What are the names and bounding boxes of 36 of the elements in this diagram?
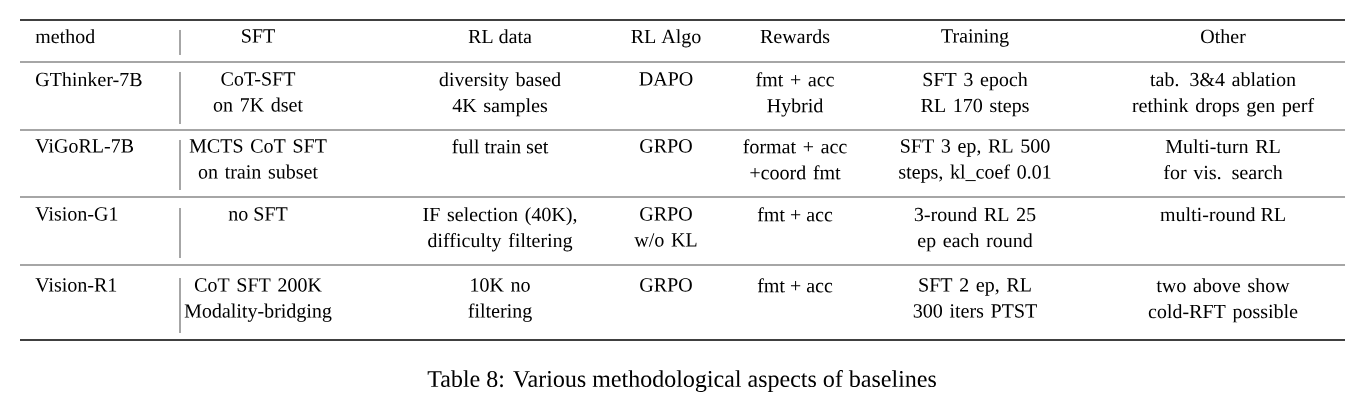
table-cell: GRPO	[640, 139, 692, 153]
row-label: Vision-R1	[35, 278, 117, 292]
column-header: Training	[941, 29, 1009, 47]
table-cell: GRPO	[640, 278, 692, 292]
column-header: RL data	[468, 29, 532, 44]
row-label: GThinker-7B	[36, 72, 142, 87]
column-header: SFT	[242, 29, 275, 43]
table-cell: SFT 3 epoch RL 170 steps	[921, 72, 1029, 117]
table-cell: MCTS CoT SFT on train subset	[189, 139, 327, 179]
column-header: Other	[1201, 29, 1246, 44]
table-cell: fmt + acc Hybrid	[756, 72, 834, 117]
table-cell: Multi-turn RL for vis. search	[1163, 139, 1283, 180]
table-cell: CoT SFT 200K Modality-bridging	[184, 278, 332, 322]
table-cell: full train set	[452, 139, 549, 154]
table-cell: format + acc +coord fmt	[743, 139, 847, 180]
column-header: RL Algo	[631, 29, 701, 48]
table-cell: CoT-SFT on 7K dset	[213, 72, 303, 112]
table-cell: 3-round RL 25 ep each round	[914, 207, 1036, 252]
caption: Table 8: Various methodological aspects of baselines	[427, 369, 936, 393]
table-cell: SFT 3 ep, RL 500 steps, kl_coef 0.01	[899, 139, 1051, 183]
row-label: Vision-G1	[35, 207, 118, 221]
table-cell: SFT 2 ep, RL 300 iters PTST	[913, 278, 1037, 318]
table-cell: no SFT	[228, 207, 288, 221]
table-cell: 10K no filtering	[468, 278, 532, 322]
table-cell: multi-round RL	[1160, 207, 1285, 222]
table-cell: fmt + acc	[757, 278, 833, 293]
table-cell: DAPO	[639, 72, 693, 86]
table-cell: tab. 3&4 ablation rethink drops gen perf	[1132, 72, 1315, 117]
row-label: ViGoRL-7B	[35, 139, 133, 153]
table-cell: IF selection (40K), difficulty filtering	[423, 207, 577, 252]
column-header: Rewards	[760, 29, 830, 44]
table-cell: two above show cold-RFT possible	[1148, 278, 1298, 323]
table-cell: GRPO w/o KL	[634, 207, 697, 247]
column-header: method	[35, 29, 95, 44]
table-cell: diversity based 4K samples	[439, 72, 561, 117]
table-cell: fmt + acc	[757, 207, 833, 222]
